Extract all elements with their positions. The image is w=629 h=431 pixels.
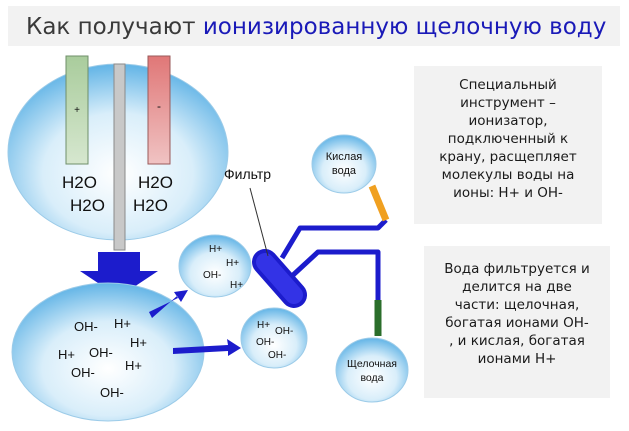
ion-label: OH- (89, 345, 113, 360)
ion-label: OH- (275, 326, 293, 337)
ion-label: H+ (226, 258, 239, 269)
filter-leader (249, 187, 269, 257)
title-prefix: Как получают (26, 14, 203, 40)
plus-electrode-label: + (74, 105, 80, 116)
minus-electrode (147, 55, 171, 165)
acid-water-drop (311, 134, 377, 194)
ion-label: OH- (100, 385, 124, 400)
note-line: делится на две (462, 279, 572, 295)
ion-label: H+ (58, 347, 75, 362)
alkaline-drop-label: вода (360, 372, 383, 384)
explanation-note-ionizer: Специальный инструмент – ионизатор, подк… (414, 66, 602, 224)
alkaline-drop-label: Щелочная (347, 358, 397, 370)
note-line: Специальный (459, 77, 557, 93)
ion-label: OH- (71, 365, 95, 380)
ion-label: H+ (230, 280, 243, 291)
ion-label: OH- (268, 350, 286, 361)
title-bar: Как получают ионизированную щелочную вод… (8, 6, 620, 46)
ion-label: H+ (209, 244, 222, 255)
note-line: богатая ионами OH- (445, 315, 589, 331)
ion-label: OH- (74, 319, 98, 334)
note-line: , и кислая, богатая (449, 333, 585, 349)
inlet-pipe (113, 63, 126, 251)
molecule-label: H2O (133, 196, 168, 215)
ion-label: OH- (256, 337, 274, 348)
filter-label: Фильтр (224, 166, 271, 182)
title-accent: ионизированную щелочную воду (202, 14, 607, 40)
acid-pipe (279, 218, 388, 260)
note-line: подключенный к (447, 131, 569, 147)
acid-outlet (368, 184, 390, 222)
ion-label: OH- (203, 270, 221, 281)
small-drop-upper (178, 234, 252, 298)
ion-label: H+ (130, 335, 147, 350)
acid-drop-label: Кислая (326, 151, 363, 163)
arrow-to-upper-drop (149, 290, 188, 318)
note-line: ионизатор, (468, 113, 548, 129)
note-line: молекулы воды на (441, 167, 575, 183)
minus-electrode-label: - (157, 99, 161, 113)
ion-label: H+ (125, 358, 142, 373)
small-drop-lower (240, 307, 308, 369)
note-line: инструмент – (460, 95, 556, 111)
molecule-label: H2O (70, 196, 105, 215)
plus-electrode (65, 55, 89, 165)
explanation-note-filter: Вода фильтруется и делится на две части:… (424, 246, 610, 398)
down-arrow (80, 252, 158, 297)
note-line: части: щелочная, (454, 297, 580, 313)
page-title: Как получают ионизированную щелочную вод… (26, 14, 606, 40)
note-line: ионами H+ (477, 351, 557, 367)
alkaline-pipe (290, 249, 381, 302)
filter (252, 249, 307, 308)
note-line: ионы: H+ и OH- (453, 185, 563, 201)
alkaline-water-drop (335, 337, 409, 403)
acid-drop-label: вода (332, 165, 357, 177)
molecule-label: H2O (62, 173, 97, 192)
arrow-to-lower-drop (173, 339, 241, 356)
molecule-label: H2O (138, 173, 173, 192)
note-line: Вода фильтруется и (444, 261, 590, 277)
ion-label: H+ (114, 316, 131, 331)
note-line: крану, расщепляет (439, 149, 577, 165)
ion-label: H+ (257, 320, 270, 331)
